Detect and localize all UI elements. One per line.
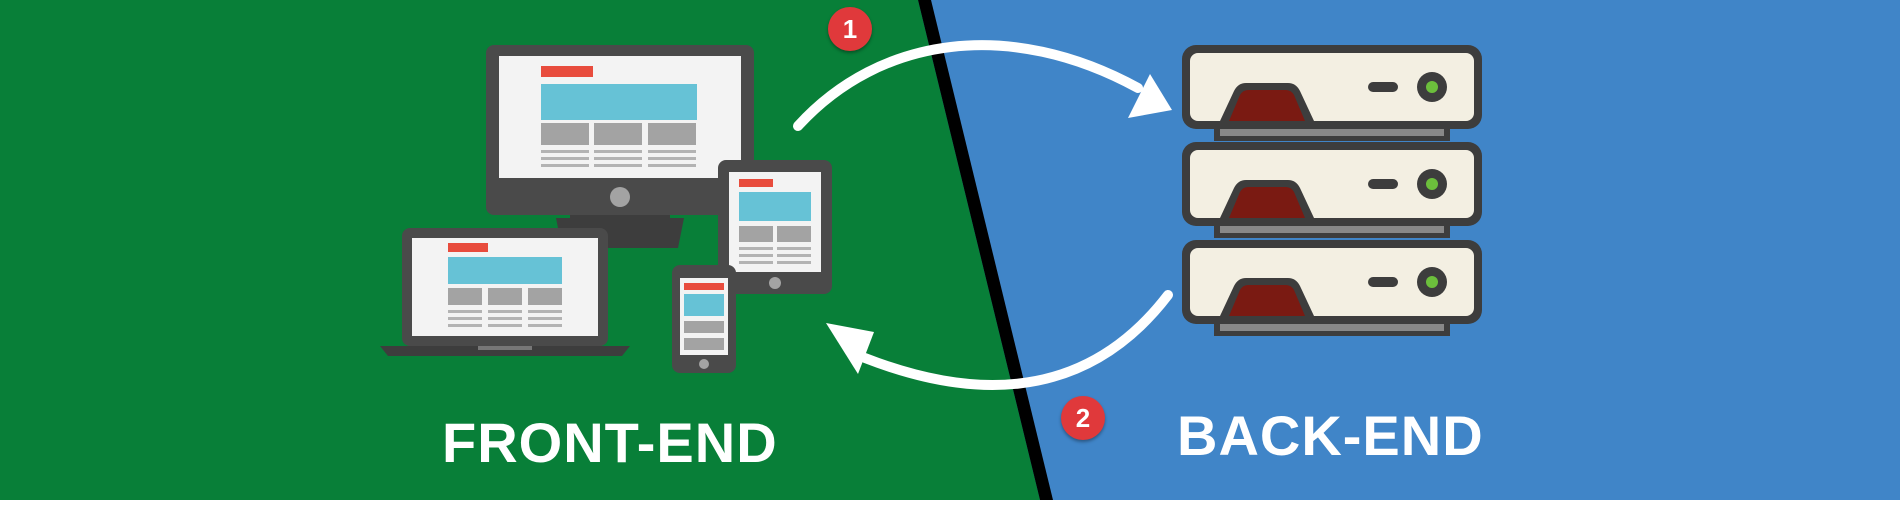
divider-line xyxy=(918,0,1053,500)
desktop-monitor-icon xyxy=(486,45,754,248)
tablet-icon xyxy=(718,160,832,294)
request-arrow xyxy=(793,40,1172,131)
front-end-label: FRONT-END xyxy=(442,411,778,474)
response-arrow xyxy=(826,290,1173,390)
step-2-badge: 2 xyxy=(1061,396,1105,440)
back-end-label: BACK-END xyxy=(1177,404,1484,467)
server-rack-icon xyxy=(1182,45,1482,336)
smartphone-icon xyxy=(672,265,736,373)
step-1-badge: 1 xyxy=(828,7,872,51)
laptop-icon xyxy=(380,228,630,356)
